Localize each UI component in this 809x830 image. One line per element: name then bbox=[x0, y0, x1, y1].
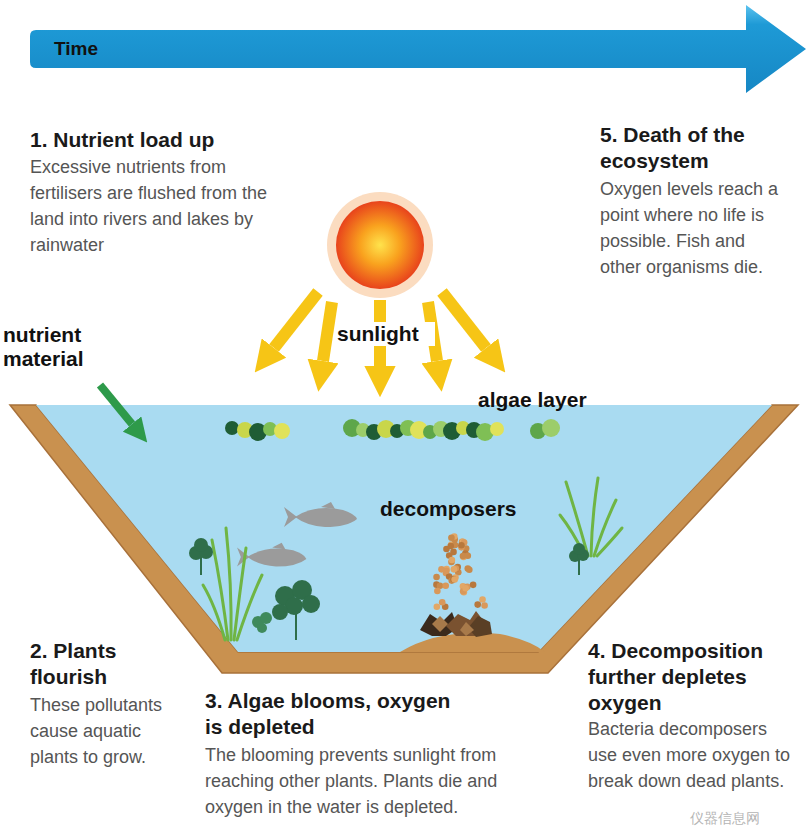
decomposer-particle bbox=[448, 535, 455, 542]
lake bbox=[10, 405, 798, 673]
callout-label: nutrient material bbox=[3, 323, 113, 371]
step-text: These pollutants cause aquatic plants to… bbox=[30, 692, 180, 770]
axis-label: Time bbox=[54, 38, 98, 60]
sun-rays bbox=[274, 292, 486, 366]
decomposer-particle bbox=[474, 601, 481, 608]
decomposer-particle bbox=[458, 542, 465, 549]
algae-cell bbox=[225, 421, 239, 435]
decomposer-particle bbox=[462, 585, 469, 592]
arrow-shape bbox=[30, 5, 806, 93]
decomposer-particle bbox=[434, 603, 441, 610]
aquatic-plants bbox=[189, 478, 622, 640]
decomposer-particle bbox=[451, 566, 458, 573]
algae-layer bbox=[225, 419, 560, 441]
sun bbox=[327, 192, 433, 298]
decomposer-particle bbox=[439, 599, 446, 606]
decomposer-particle bbox=[438, 566, 445, 573]
fish bbox=[284, 502, 357, 527]
step-text: Bacteria decomposers use even more oxyge… bbox=[588, 716, 800, 794]
nutrient-arrow bbox=[100, 385, 132, 424]
decomposer-particle bbox=[447, 543, 454, 550]
decomposer-particle bbox=[433, 574, 440, 581]
decomposer-particle bbox=[442, 582, 449, 589]
decomposer-particle bbox=[451, 576, 458, 583]
step-text: The blooming prevents sunlight from reac… bbox=[205, 742, 555, 820]
step-heading: 3. Algae blooms, oxygen is depleted bbox=[205, 688, 460, 740]
decomposer-particle bbox=[466, 566, 473, 573]
arrow-outline bbox=[30, 5, 806, 93]
watermark: 仪器信息网 bbox=[690, 810, 805, 826]
decomposer-particle bbox=[470, 582, 477, 589]
step-text: Oxygen levels reach a point where no lif… bbox=[600, 176, 788, 280]
step-heading: 2. Plants flourish bbox=[30, 638, 160, 690]
callout-label: sunlight bbox=[335, 322, 435, 346]
step-heading: 1. Nutrient load up bbox=[30, 127, 310, 153]
dead-plants bbox=[420, 611, 492, 637]
decomposer-particles bbox=[433, 533, 488, 610]
step-heading: 5. Death of the ecosystem bbox=[600, 122, 800, 174]
fish bbox=[237, 543, 306, 567]
algae-cell bbox=[490, 422, 504, 436]
decomposer-particle bbox=[434, 588, 441, 595]
callout-label: algae layer bbox=[478, 388, 628, 412]
decomposer-particle bbox=[479, 596, 486, 603]
step-heading: 4. Decomposition further depletes oxygen bbox=[588, 638, 788, 716]
decomposer-particle bbox=[450, 549, 457, 556]
decomposer-particle bbox=[481, 602, 488, 609]
callout-label: decomposers bbox=[380, 497, 540, 521]
decomposer-particle bbox=[449, 557, 456, 564]
time-arrow: Time bbox=[30, 5, 806, 93]
decomposer-particle bbox=[465, 552, 472, 559]
step-text: Excessive nutrients from fertilisers are… bbox=[30, 154, 275, 258]
algae-cell bbox=[274, 423, 290, 439]
algae-cell bbox=[542, 419, 560, 437]
